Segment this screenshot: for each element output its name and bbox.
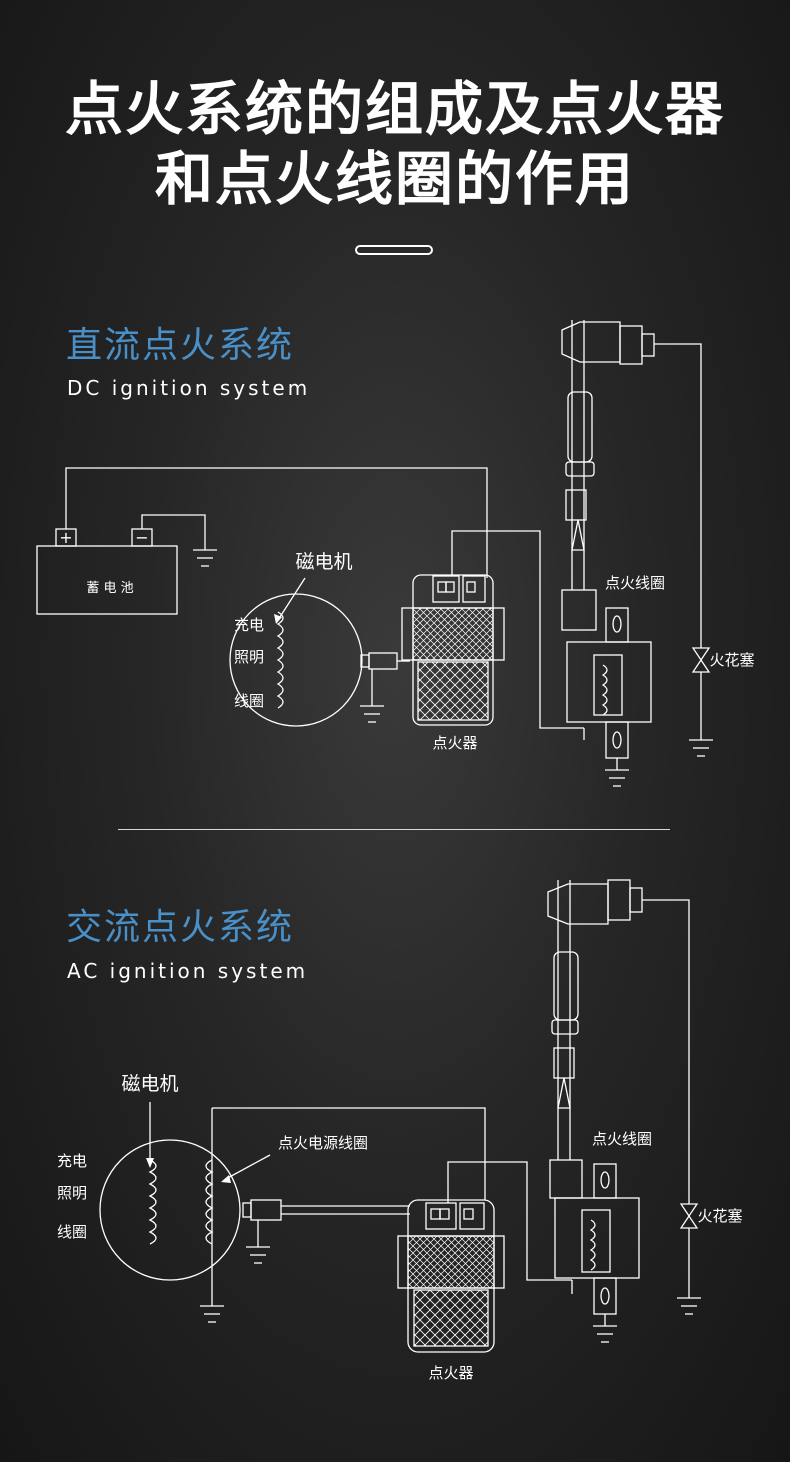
dc-magneto-label-arrow bbox=[277, 577, 306, 621]
dc-coil-label-1: 充电 bbox=[234, 616, 264, 634]
dc-ignition-coil bbox=[566, 607, 652, 759]
ac-charging-coil-icon bbox=[148, 1159, 157, 1245]
dc-battery-plus: + bbox=[59, 528, 72, 547]
page-title-line-1: 点火系统的组成及点火器 bbox=[64, 75, 725, 143]
dc-spark-plug-ground-icon bbox=[689, 739, 713, 757]
dc-battery-minus: − bbox=[135, 528, 148, 547]
title-underline-decoration bbox=[355, 245, 433, 255]
ac-magneto-label: 磁电机 bbox=[121, 1073, 178, 1095]
ac-igniter bbox=[397, 1199, 505, 1353]
dc-battery-negative-wire bbox=[141, 514, 206, 550]
ac-coil-label-3: 线圈 bbox=[57, 1223, 87, 1241]
dc-battery-positive-wire bbox=[65, 467, 488, 578]
dc-charging-coil-icon bbox=[276, 611, 284, 709]
dc-battery-label: 蓄 电 池 bbox=[86, 581, 133, 596]
dc-igniter-label: 点火器 bbox=[432, 734, 477, 752]
dc-magneto-label: 磁电机 bbox=[295, 551, 352, 573]
ac-power-coil-icon bbox=[205, 1159, 214, 1245]
ac-ignition-coil bbox=[554, 1163, 640, 1315]
dc-battery-ground-icon bbox=[193, 549, 217, 567]
dc-ignition-coil-label: 点火线圈 bbox=[605, 574, 665, 592]
dc-spark-plug-label: 火花塞 bbox=[709, 651, 754, 669]
ac-section-subtitle: AC ignition system bbox=[67, 959, 309, 983]
ac-spark-plug-symbol bbox=[679, 1203, 699, 1229]
ac-spark-plug-cap bbox=[547, 879, 643, 1199]
dc-battery bbox=[36, 528, 178, 615]
dc-spark-plug-symbol bbox=[691, 647, 711, 673]
dc-section-title: 直流点火系统 bbox=[66, 325, 295, 366]
ac-section-title: 交流点火系统 bbox=[66, 907, 295, 948]
ac-coil-label-1: 充电 bbox=[57, 1152, 87, 1170]
ac-coil-ground-icon bbox=[593, 1325, 617, 1343]
dc-coil-ground-icon bbox=[605, 769, 629, 787]
ac-coil-label-2: 照明 bbox=[57, 1184, 87, 1202]
page-title-line-2: 和点火线圈的作用 bbox=[154, 145, 635, 213]
ac-spark-plug-label: 火花塞 bbox=[697, 1207, 742, 1225]
section-divider bbox=[118, 829, 670, 830]
ac-spark-plug-ground-icon bbox=[677, 1297, 701, 1315]
ac-igniter-label: 点火器 bbox=[428, 1364, 473, 1382]
ac-power-coil-label: 点火电源线圈 bbox=[278, 1134, 368, 1152]
dc-diagram: + − 蓄 电 池 磁电机 充电 照明 线圈 bbox=[36, 320, 755, 787]
dc-section-subtitle: DC ignition system bbox=[67, 376, 311, 400]
ac-magneto-ground-icon bbox=[200, 1305, 224, 1323]
dc-igniter bbox=[401, 574, 505, 726]
ac-connector-ground-icon bbox=[246, 1246, 270, 1264]
ac-diagram: 磁电机 充电 照明 线圈 点火电源线圈 bbox=[57, 879, 743, 1382]
dc-spark-plug-cap bbox=[561, 320, 655, 631]
ac-magneto bbox=[99, 1102, 282, 1281]
dc-magneto-ground-icon bbox=[360, 705, 384, 723]
dc-coil-label-2: 照明 bbox=[234, 648, 264, 666]
dc-coil-label-3: 线圈 bbox=[234, 692, 264, 710]
ac-ignition-coil-label: 点火线圈 bbox=[592, 1130, 652, 1148]
